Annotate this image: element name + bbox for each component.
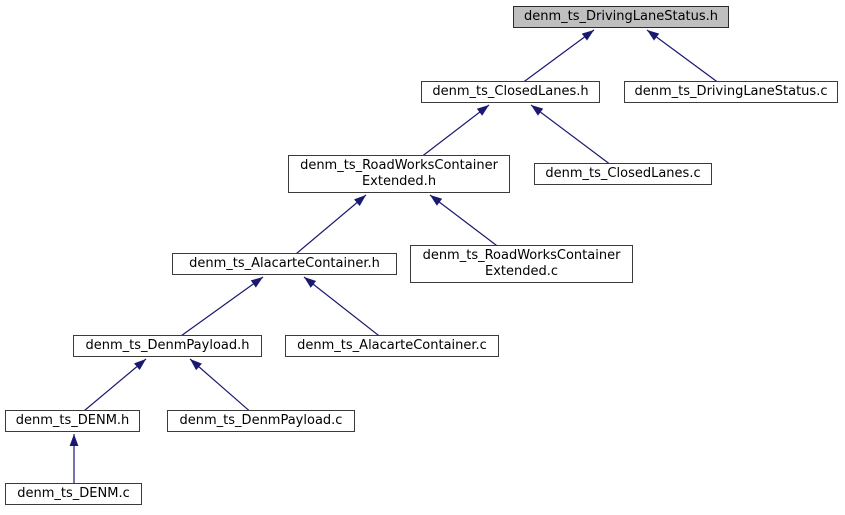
graph-node-denm_ts_DENM_c[interactable]: denm_ts_DENM.c <box>5 483 142 505</box>
node-label: denm_ts_DenmPayload.h <box>85 338 250 353</box>
node-label: denm_ts_DENM.h <box>15 413 130 428</box>
graph-node-denm_ts_AlacarteContainer_h[interactable]: denm_ts_AlacarteContainer.h <box>172 253 397 275</box>
graph-node-denm_ts_ClosedLanes_h[interactable]: denm_ts_ClosedLanes.h <box>421 81 600 103</box>
node-label: denm_ts_AlacarteContainer.h <box>189 256 380 271</box>
graph-node-denm_ts_RoadWorksContainerExtended_h[interactable]: denm_ts_RoadWorksContainer Extended.h <box>288 155 510 193</box>
graph-node-denm_ts_ClosedLanes_c[interactable]: denm_ts_ClosedLanes.c <box>534 163 712 185</box>
graph-node-denm_ts_DENM_h[interactable]: denm_ts_DENM.h <box>5 410 140 432</box>
node-label: denm_ts_DENM.c <box>17 486 130 501</box>
edge-denm_ts_ClosedLanes_c-to-denm_ts_ClosedLanes_h <box>530 104 624 175</box>
node-label: denm_ts_RoadWorksContainer Extended.h <box>300 158 498 189</box>
node-label: denm_ts_RoadWorksContainer Extended.c <box>422 248 621 279</box>
node-label: denm_ts_ClosedLanes.c <box>545 166 701 181</box>
node-label: denm_ts_AlacarteContainer.c <box>297 338 487 353</box>
graph-node-denm_ts_AlacarteContainer_c[interactable]: denm_ts_AlacarteContainer.c <box>285 335 499 357</box>
node-label: denm_ts_DrivingLaneStatus.c <box>634 84 828 99</box>
node-label: denm_ts_DrivingLaneStatus.h <box>523 9 719 24</box>
node-label: denm_ts_DenmPayload.c <box>179 413 343 428</box>
graph-node-denm_ts_DenmPayload_h[interactable]: denm_ts_DenmPayload.h <box>73 335 262 357</box>
graph-node-denm_ts_DenmPayload_c[interactable]: denm_ts_DenmPayload.c <box>167 410 355 432</box>
edge-denm_ts_DenmPayload_h-to-denm_ts_AlacarteContainer_h <box>166 276 264 347</box>
graph-node-denm_ts_DrivingLaneStatus_c[interactable]: denm_ts_DrivingLaneStatus.c <box>624 81 838 103</box>
graph-node-denm_ts_DrivingLaneStatus_h: denm_ts_DrivingLaneStatus.h <box>513 6 729 28</box>
graph-node-denm_ts_RoadWorksContainerExtended_c[interactable]: denm_ts_RoadWorksContainer Extended.c <box>410 245 633 283</box>
edge-denm_ts_AlacarteContainer_h-to-denm_ts_RoadWorksContainerExtended_h <box>283 194 367 265</box>
edge-denm_ts_AlacarteContainer_c-to-denm_ts_AlacarteContainer_h <box>303 276 393 347</box>
node-label: denm_ts_ClosedLanes.h <box>432 84 589 99</box>
